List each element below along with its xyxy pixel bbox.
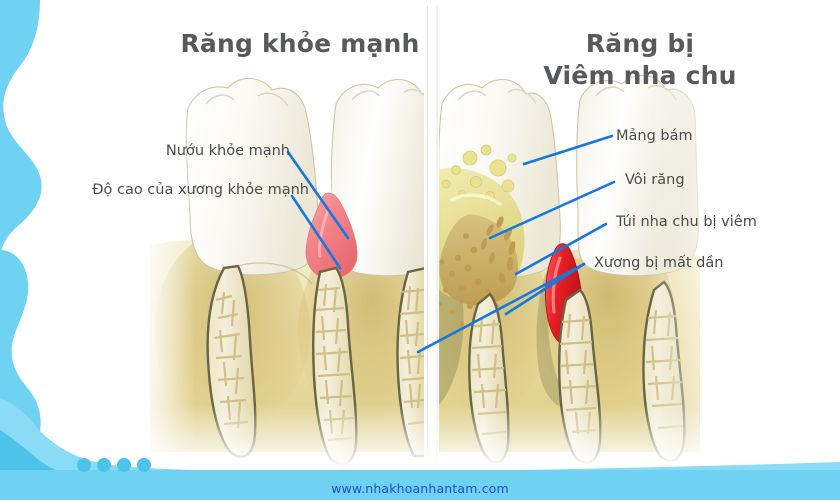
edge-fade — [140, 0, 195, 470]
trabecular-pattern — [399, 285, 425, 426]
healthy-tooth-crown-left — [185, 77, 319, 276]
label-healthy-bone-height: Độ cao của xương khỏe mạnh — [92, 182, 309, 198]
cusp-line — [457, 90, 487, 101]
plaque-bubbles — [441, 144, 517, 201]
alveolar-crest — [237, 262, 313, 285]
label-healthy-gum: Nướu khỏe mạnh — [165, 143, 290, 159]
trabecular-pattern — [471, 317, 507, 436]
cusp-line — [205, 94, 235, 105]
tartar-deposit — [439, 214, 518, 306]
website-url[interactable]: www.nhakhoanhantam.com — [331, 481, 509, 496]
leader-bone-loss-1 — [416, 262, 586, 354]
leader-lines — [286, 134, 616, 354]
panel-divider — [424, 0, 429, 470]
leader-tartar — [488, 180, 616, 240]
edge-fade — [650, 0, 740, 470]
bottom-fade — [150, 405, 740, 467]
leader-healthy-gum — [286, 150, 350, 240]
label-tartar: Vôi răng — [625, 172, 685, 188]
interdental-gap — [560, 150, 578, 250]
cusp-line — [403, 88, 426, 99]
panel-divider — [432, 0, 439, 470]
title-healthy-tooth: Răng khỏe mạnh — [180, 29, 420, 58]
cusp-line — [507, 88, 537, 105]
healthy-gum-papilla — [305, 192, 358, 279]
cusp-line — [595, 86, 625, 97]
leader-bone-loss-2 — [504, 262, 586, 316]
leader-healthy-bone — [290, 194, 342, 270]
label-bone-loss: Xương bị mất dần — [594, 255, 724, 271]
gum-highlight — [318, 208, 330, 258]
trabecular-pattern — [213, 291, 249, 429]
leader-pocket — [514, 222, 608, 276]
label-inflamed-pocket: Túi nha chu bị viêm — [616, 214, 757, 230]
cusp-line — [351, 90, 381, 101]
label-plaque: Mảng bám — [616, 128, 693, 144]
plaque-highlight — [450, 193, 502, 206]
title-periodontitis: Răng bị Viêm nha chu — [543, 29, 737, 90]
cusp-line — [257, 92, 289, 107]
leader-plaque — [522, 134, 614, 166]
